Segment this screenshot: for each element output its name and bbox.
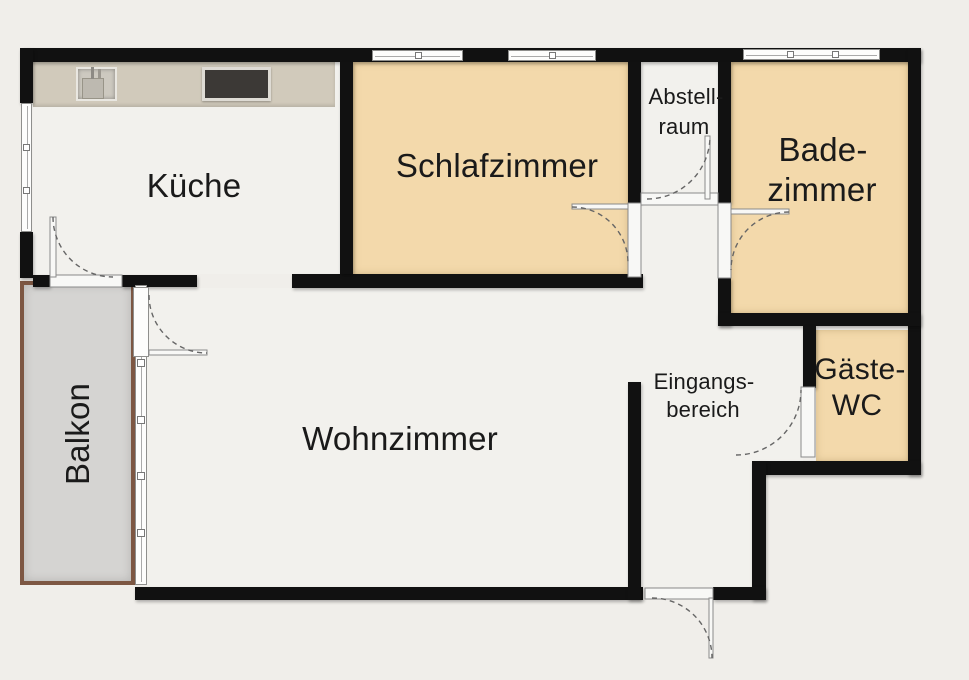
wall-right <box>908 48 921 475</box>
kitchen-left-window <box>21 103 32 232</box>
wall-kitchen-bottom <box>122 275 197 287</box>
entrance-label-2: bereich <box>666 397 740 422</box>
wall-bottom-main <box>135 587 643 600</box>
bathroom-window <box>743 49 880 60</box>
kitchen-cooktop-icon <box>202 67 271 101</box>
kitchen-sink-icon <box>76 67 117 101</box>
guest-wc-floor <box>816 330 908 461</box>
wall-guest-wc-bottom <box>757 461 921 475</box>
guest-wc-label-2: WC <box>831 389 883 422</box>
entrance-door-threshold <box>644 587 714 600</box>
bedroom-window-2 <box>508 50 596 61</box>
guest-wc-door-frame <box>800 386 816 458</box>
wall-bathroom-bottom <box>718 313 921 326</box>
wall-bathroom-left-upper <box>718 62 731 203</box>
wall-bedroom-left <box>340 62 353 274</box>
living-room-glass-wall <box>135 285 147 585</box>
bathroom-door-frame <box>717 202 732 279</box>
storage-label-2: raum <box>658 114 710 139</box>
wall-bedroom-bottom <box>292 274 643 288</box>
entrance-label-1: Eingangs- <box>653 369 755 394</box>
bedroom-label: Schlafzimmer <box>395 147 599 184</box>
entrance-door-leaf <box>708 597 714 659</box>
wall-bedroom-right <box>628 62 641 203</box>
guest-wc-label-1: Gäste- <box>814 353 906 386</box>
bathroom-floor <box>731 62 908 313</box>
wall-left-upper <box>20 48 33 103</box>
entrance-door-arc <box>651 597 713 659</box>
kitchen-label: Küche <box>146 167 242 204</box>
balcony-door-opening <box>133 287 149 357</box>
wall-top <box>23 48 921 62</box>
living-room-label: Wohnzimmer <box>302 420 498 457</box>
bedroom-door-frame <box>627 202 642 278</box>
wall-kitchen-bottom-stub <box>33 275 50 287</box>
sink-bowl <box>82 78 104 99</box>
sink-faucet-2 <box>98 69 101 78</box>
bedroom-window-1 <box>372 50 463 61</box>
balcony-deck <box>20 281 135 585</box>
wall-entry-right <box>752 461 766 600</box>
wall-bottom-entry <box>713 587 766 600</box>
storage-label-1: Abstell- <box>648 84 724 109</box>
wall-hall-divider <box>628 382 641 600</box>
bathroom-label-2: zimmer <box>767 171 877 208</box>
living-room-floor <box>147 288 641 587</box>
wall-left-lower <box>20 232 33 278</box>
wall-guest-wc-left <box>803 326 816 388</box>
bathroom-label-1: Bade- <box>778 131 868 168</box>
hallway-floor-lower <box>641 461 752 587</box>
balcony-label: Balkon <box>59 382 96 486</box>
hallway-floor-upper <box>641 199 718 326</box>
sink-faucet <box>91 67 94 79</box>
